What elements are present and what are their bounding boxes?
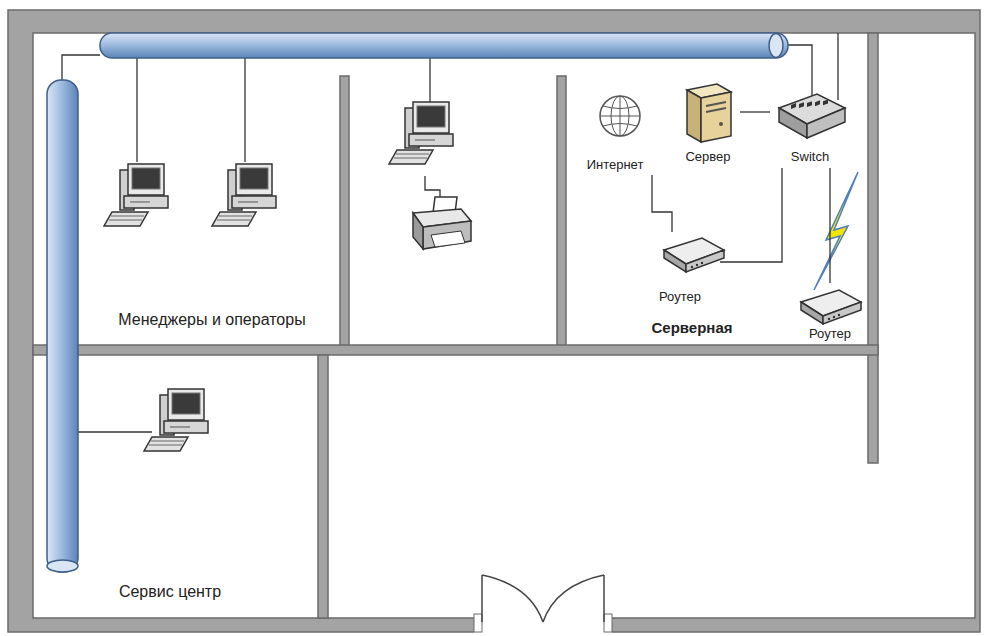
room-label: Менеджеры и операторы <box>118 310 305 330</box>
device-label: Интернет <box>587 156 644 173</box>
room-area: Сервис центр <box>33 355 318 618</box>
server-unit: Сервер <box>676 78 740 168</box>
network-switch: Switch <box>770 88 850 168</box>
router-device: Роутер <box>790 283 868 345</box>
device-label: Роутер <box>809 325 851 342</box>
internet-cloud: Интернет <box>575 88 655 175</box>
room-label: Сервис центр <box>119 582 221 602</box>
network-cable <box>830 168 831 283</box>
room-label: Серверная <box>651 318 732 338</box>
device-label: Switch <box>791 148 829 165</box>
room-area: Менеджеры и операторы <box>33 33 340 345</box>
device-label: Сервер <box>685 148 730 165</box>
router-device: Роутер <box>640 232 720 308</box>
network-cable <box>652 175 672 232</box>
room-area: СервернаяИнтернетСерверSwitchРоутерРоуте… <box>566 33 868 345</box>
device-label: Роутер <box>659 288 701 305</box>
network-cable <box>740 112 770 113</box>
network-cable <box>720 168 782 262</box>
